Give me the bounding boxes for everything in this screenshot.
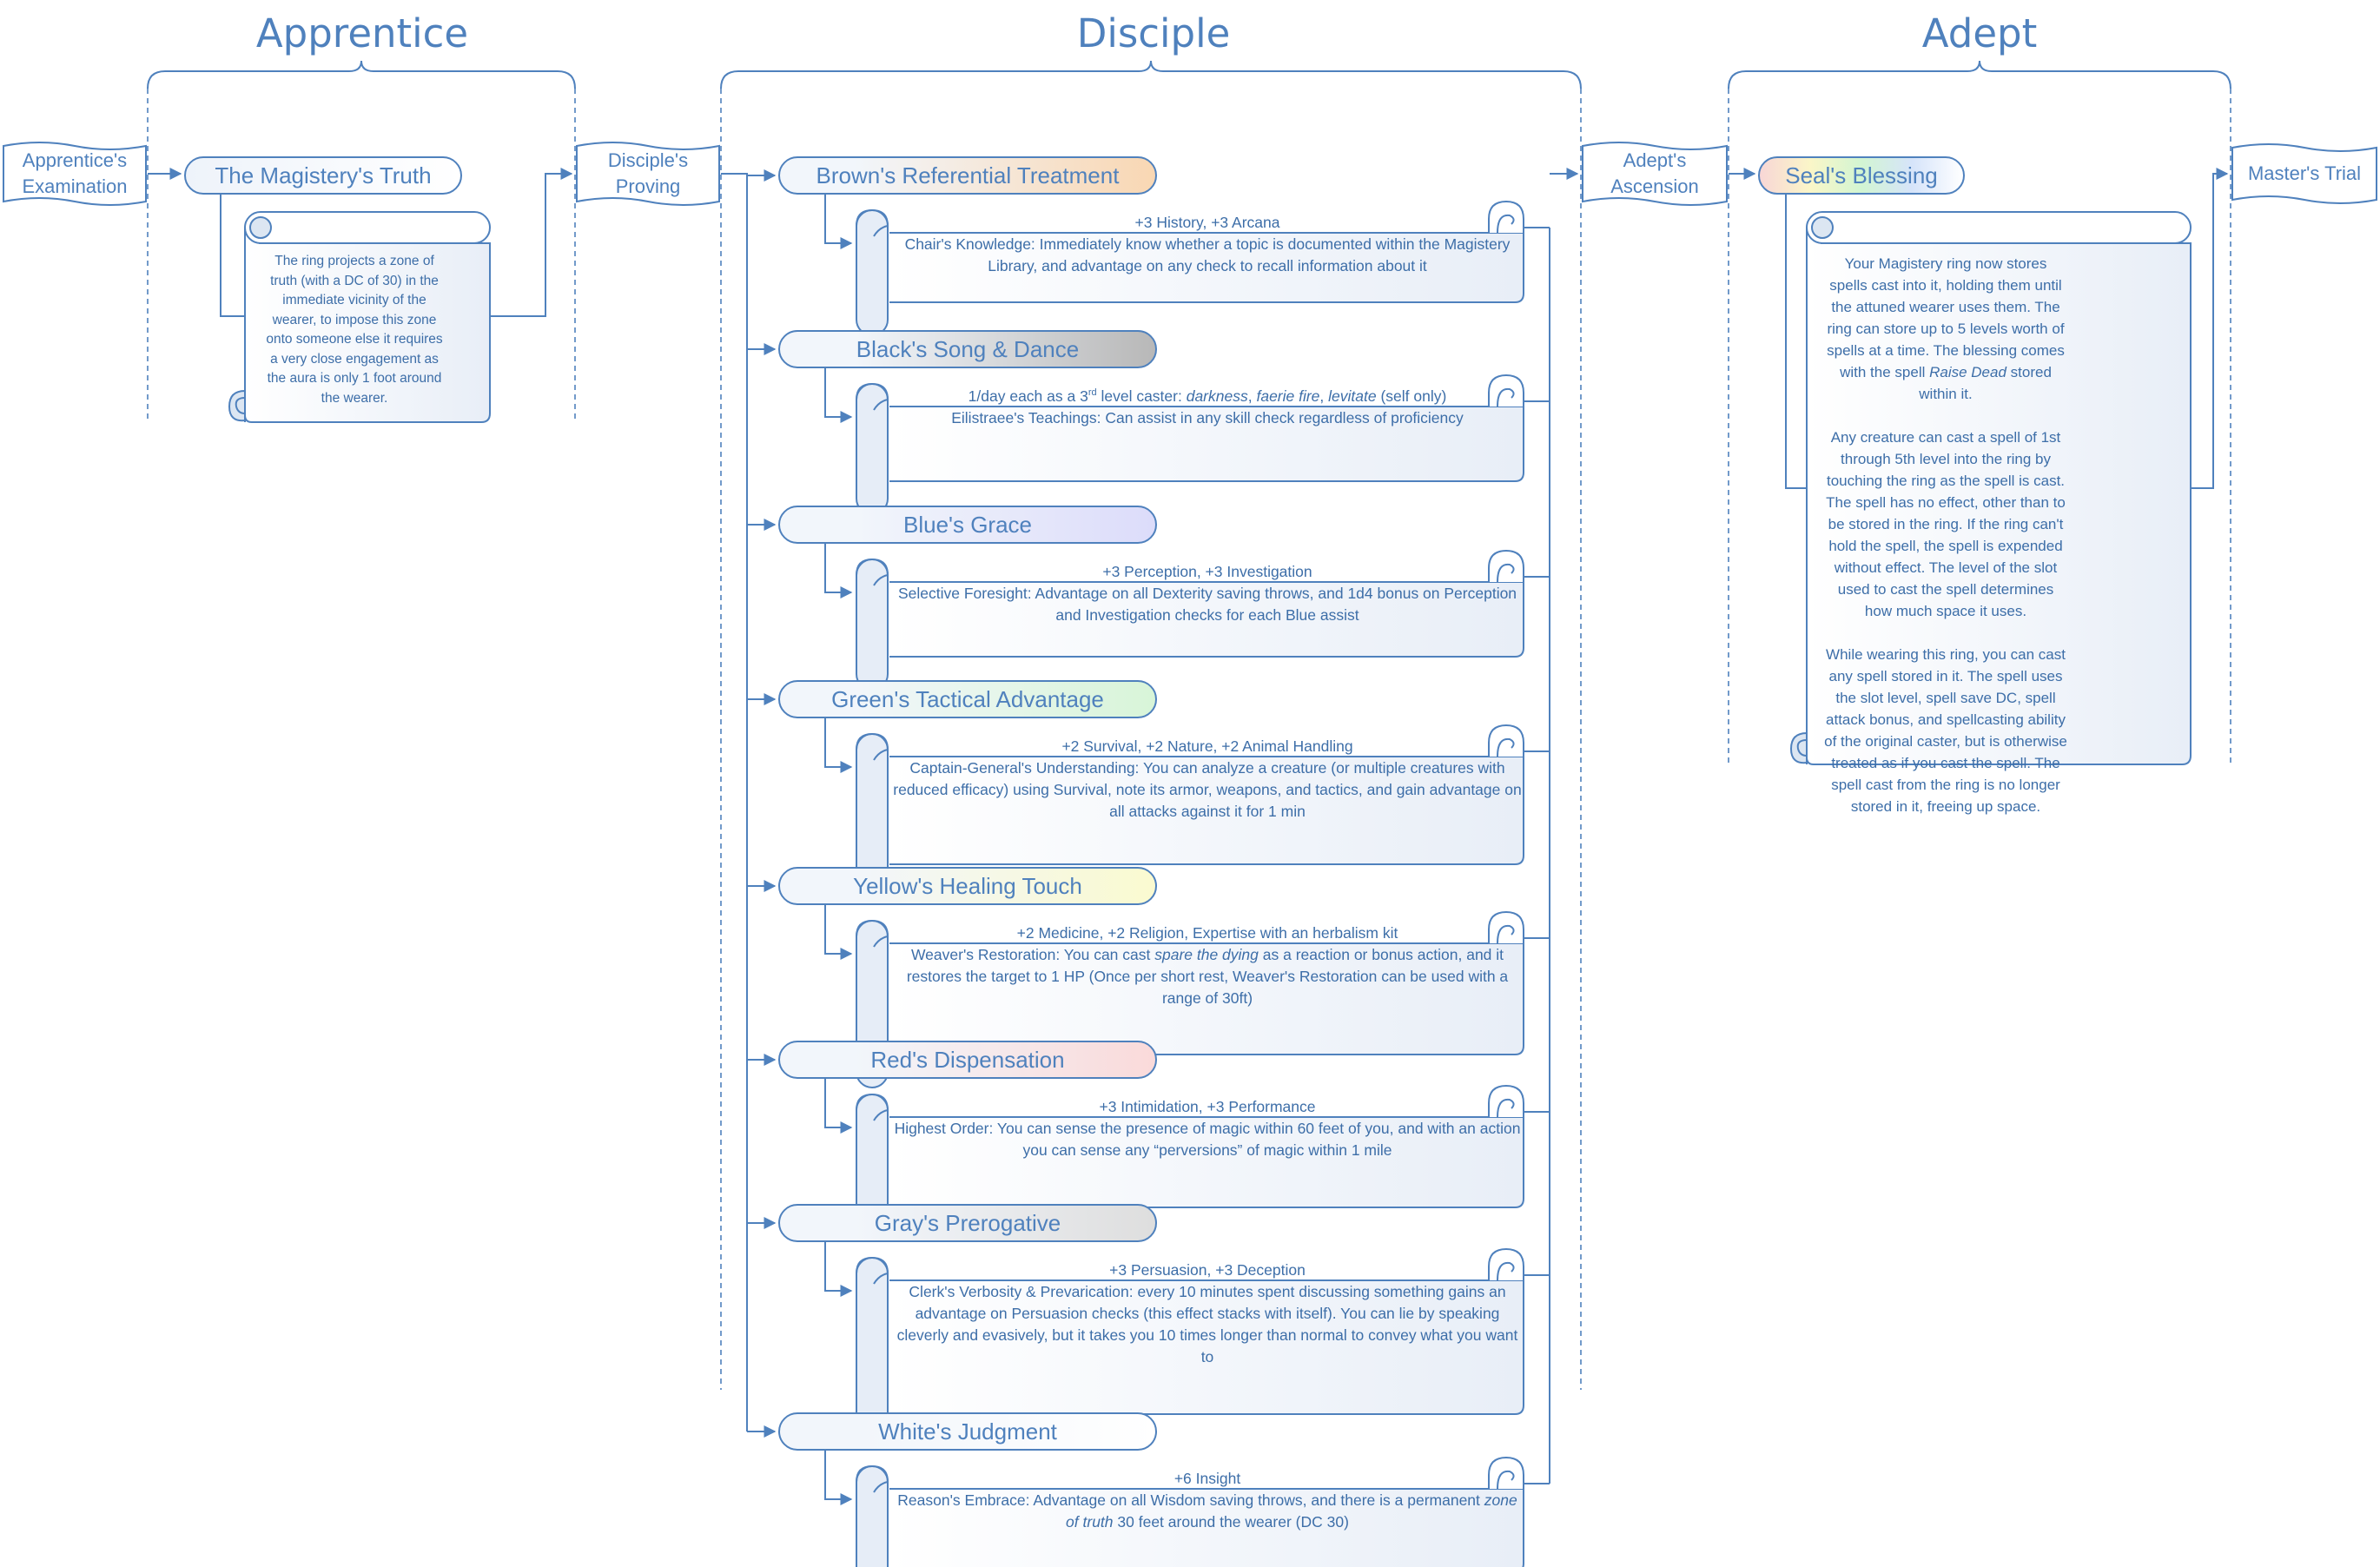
scroll-black-s-song-dance (856, 374, 1524, 515)
description-line: Eilistraee's Teachings: Can assist in an… (951, 409, 1464, 426)
description-line: Selective Foresight: Advantage on all De… (897, 585, 1517, 624)
stage-title-adept: Adept (1921, 10, 2038, 56)
milestone-apprentice-examination: Apprentice's Examination (2, 139, 148, 208)
stage-title-disciple: Disciple (1076, 10, 1231, 56)
scroll-blue-s-grace (856, 549, 1524, 691)
connector-line (2191, 168, 2229, 489)
connector-line (824, 195, 853, 249)
node-yellow-s-healing-touch-title: Yellow's Healing Touch (778, 867, 1157, 905)
connector-line (824, 1079, 853, 1134)
node-black-s-song-dance-description: 1/day each as a 3rd level caster: darkne… (893, 386, 1522, 429)
description-line: Reason's Embrace: Advantage on all Wisdo… (897, 1491, 1517, 1531)
node-magisterys-truth-title: The Magistery's Truth (184, 156, 462, 195)
node-brown-s-referential-treatment-title: Brown's Referential Treatment (778, 156, 1157, 195)
connector-line (824, 1242, 853, 1297)
connector-line (721, 173, 748, 1431)
description-line: +3 History, +3 Arcana (1134, 214, 1280, 231)
node-blue-s-grace-title: Blue's Grace (778, 506, 1157, 544)
milestone-apprentice-examination-label: Apprentice's Examination (22, 149, 128, 197)
seals-blessing-paragraph: Your Magistery ring now stores spells ca… (1827, 255, 2065, 402)
milestone-adepts-ascension-label: Adept's Ascension (1610, 149, 1699, 197)
connector-line (824, 718, 853, 773)
node-white-s-judgment-title: White's Judgment (778, 1412, 1157, 1451)
description-line: Highest Order: You can sense the presenc… (894, 1120, 1521, 1159)
node-gray-s-prerogative-title: Gray's Prerogative (778, 1204, 1157, 1242)
milestone-disciples-proving-label: Disciple's Proving (607, 149, 689, 197)
connector-line (490, 168, 573, 317)
description-line: +3 Perception, +3 Investigation (1102, 563, 1312, 580)
stage-title-apprentice: Apprentice (255, 10, 469, 56)
scroll-brown-s-referential-treatment (856, 200, 1524, 336)
brace-disciple (720, 60, 1582, 89)
seals-blessing-paragraph: Any creature can cast a spell of 1st thr… (1826, 429, 2066, 619)
node-black-s-song-dance-title: Black's Song & Dance (778, 330, 1157, 368)
seals-blessing-paragraph: While wearing this ring, you can cast an… (1824, 646, 2067, 815)
brace-adept (1728, 60, 2231, 89)
description-line: +2 Survival, +2 Nature, +2 Animal Handli… (1061, 737, 1353, 755)
node-seals-blessing-description: Your Magistery ring now stores spells ca… (1824, 253, 2067, 817)
node-red-s-dispensation-title: Red's Dispensation (778, 1041, 1157, 1079)
description-line: Weaver's Restoration: You can cast spare… (906, 946, 1509, 1007)
description-line: +3 Persuasion, +3 Deception (1109, 1261, 1306, 1279)
node-green-s-tactical-advantage-title: Green's Tactical Advantage (778, 680, 1157, 718)
description-line: 1/day each as a 3rd level caster: darkne… (968, 387, 1447, 405)
node-magisterys-truth-description: The ring projects a zone of truth (with … (266, 254, 443, 406)
milestone-masters-trial: Master's Trial (2231, 141, 2378, 207)
node-yellow-s-healing-touch-description: +2 Medicine, +2 Religion, Expertise with… (893, 922, 1522, 1009)
scroll-magisterys-truth (228, 211, 491, 423)
scroll-green-s-tactical-advantage (856, 724, 1524, 898)
brace-apprentice (147, 60, 576, 89)
description-line: Clerk's Verbosity & Prevarication: every… (896, 1283, 1518, 1365)
connector-line (824, 905, 853, 960)
node-green-s-tactical-advantage-description: +2 Survival, +2 Nature, +2 Animal Handli… (893, 736, 1522, 823)
description-line: +3 Intimidation, +3 Performance (1099, 1098, 1316, 1115)
connector-line (824, 368, 853, 423)
scroll-seals-blessing (1789, 211, 2192, 765)
scroll-gray-s-prerogative (856, 1247, 1524, 1448)
description-line: Captain-General's Understanding: You can… (893, 759, 1522, 820)
description-line: +6 Insight (1173, 1470, 1241, 1487)
scroll-white-s-judgment (856, 1456, 1524, 1567)
node-seals-blessing-title: Seal's Blessing (1758, 156, 1965, 195)
milestone-masters-trial-label: Master's Trial (2247, 162, 2362, 184)
description-line: +2 Medicine, +2 Religion, Expertise with… (1016, 924, 1398, 942)
milestone-adepts-ascension: Adept's Ascension (1581, 139, 1729, 208)
connector-line (824, 544, 853, 598)
description-line: Chair's Knowledge: Immediately know whet… (904, 235, 1511, 274)
milestone-disciples-proving: Disciple's Proving (575, 139, 721, 208)
connector-line (824, 1451, 853, 1505)
